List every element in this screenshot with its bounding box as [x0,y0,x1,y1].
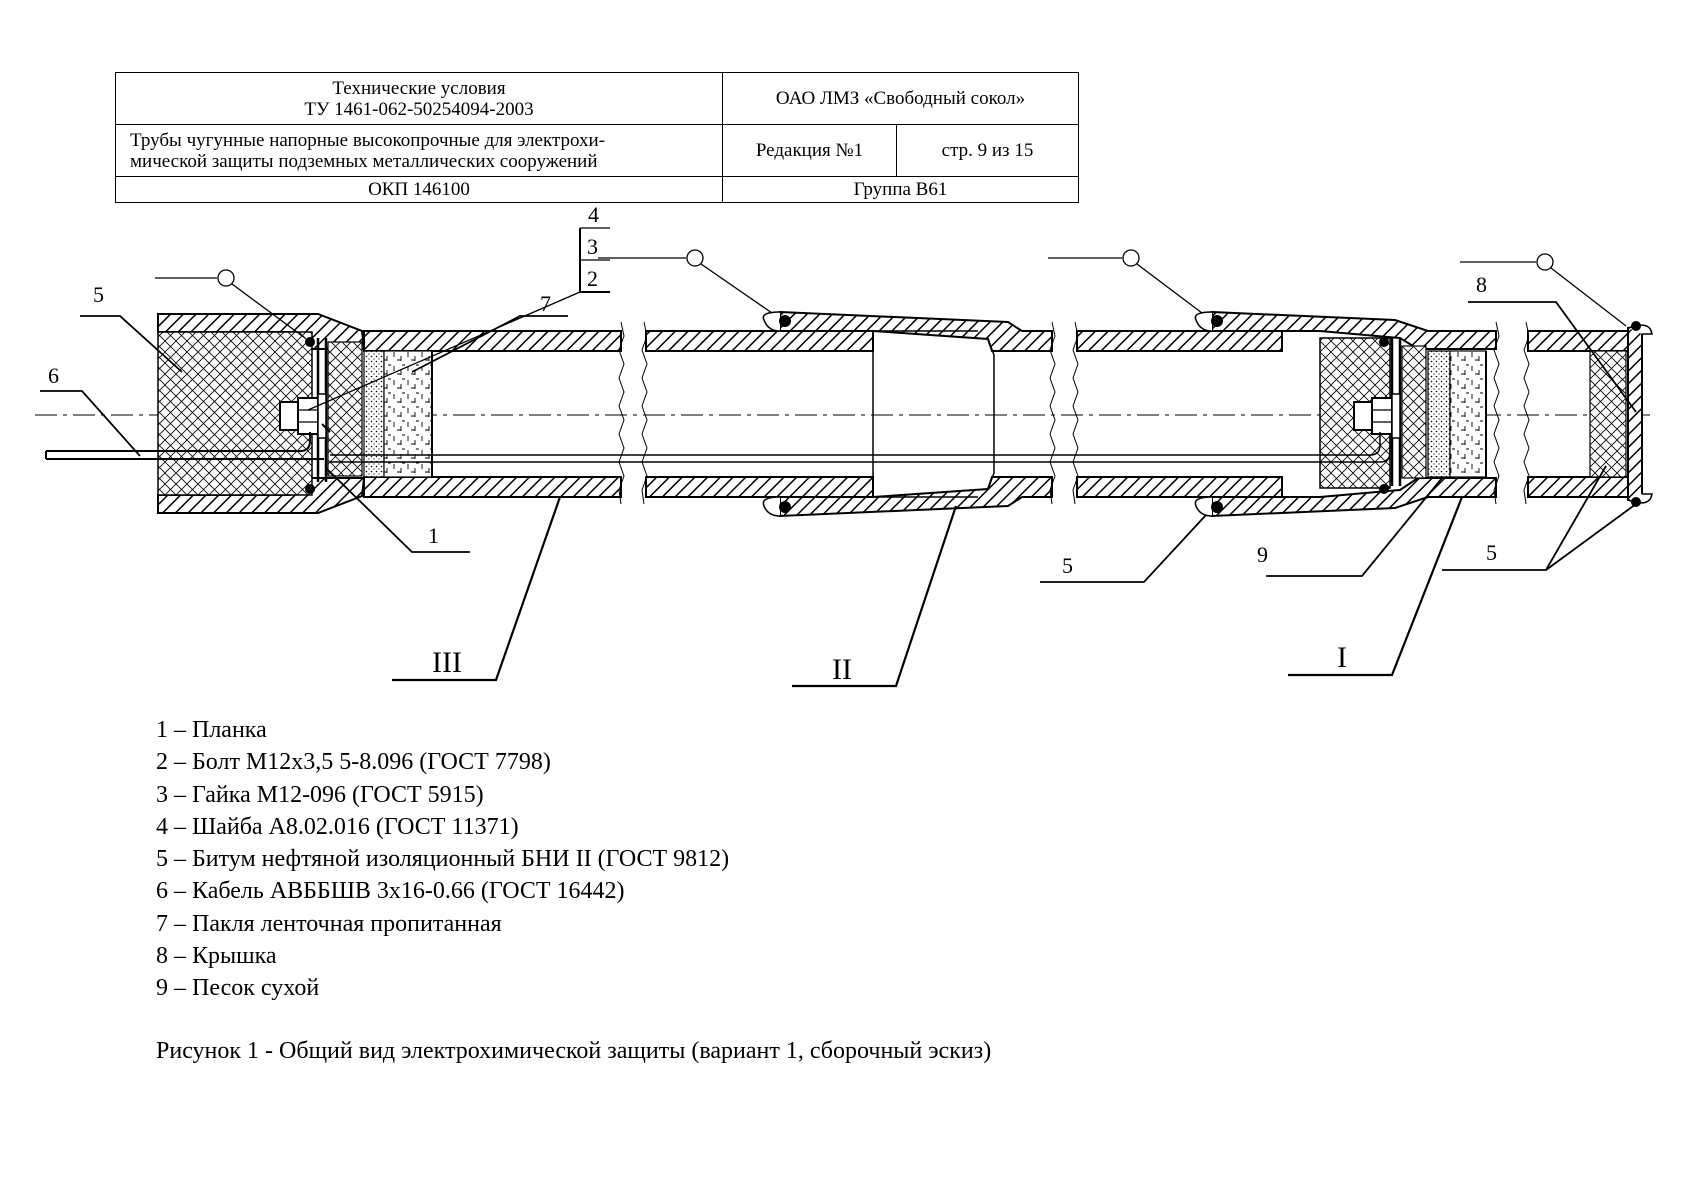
legend-item: 6 – Кабель АВББШВ 3х16-0.66 (ГОСТ 16442) [156,878,625,905]
doc-number: ТУ 1461-062-50254094-2003 [304,98,534,120]
callout-1: 1 [428,523,439,548]
doc-title-cell: Технические условия ТУ 1461-062-50254094… [115,72,723,125]
sand-fill-right [1427,350,1451,478]
leader-lines [40,227,1637,688]
legend-item: 1 – Планка [156,717,267,743]
joint-2-assembly [641,310,1056,518]
assembly-drawing: 4 3 2 7 5 6 1 5 9 8 5 III II I [35,202,1653,688]
bolt-head-left [279,401,299,431]
pipe-bottom-wall-right [1076,476,1283,498]
doc-type: Технические условия [332,77,506,99]
pipe-bottom-wall-mid [645,476,874,498]
washer-right [1391,393,1401,439]
pipe-bottom-wall-left [363,476,622,498]
joint-3-assembly [45,313,1052,514]
socket-top-right [1211,310,1497,350]
organization: ОАО ЛМЗ «Свободный сокол» [722,72,1079,125]
legend-item: 4 – Шайба А8.02.016 (ГОСТ 11371) [156,813,519,840]
callout-2: 2 [587,266,598,291]
product-name-cell: Трубы чугунные напорные высокопрочные дл… [115,124,723,177]
legend-item: 3 – Гайка М12-096 (ГОСТ 5915) [156,781,484,808]
callout-6: 6 [48,363,59,388]
product-name-line2: мической защиты подземных металлических … [130,150,598,172]
product-group: Группа В61 [722,176,1079,203]
figure-caption: Рисунок 1 - Общий вид электрохимической … [156,1038,992,1064]
oakum-fill-right [1449,350,1487,478]
callout-5-left: 5 [93,282,104,307]
joint-label-2: II [832,653,852,686]
bolt-head-right [1353,401,1373,431]
cable [46,432,311,452]
callout-5-mid: 5 [1062,553,1073,578]
callout-3: 3 [587,234,598,259]
callout-4: 4 [588,202,599,227]
legend-item: 9 – Песок сухой [156,975,320,1002]
pipe-top-wall-right [1076,330,1283,352]
okp-code: ОКП 146100 [115,176,723,203]
legend-item: 2 – Болт М12х3,5 5-8.096 (ГОСТ 7798) [156,749,551,776]
oakum-fill-left [383,350,433,478]
pipe-top-wall-mid [645,330,874,352]
joint-1-assembly [1052,310,1500,518]
joint-label-3: III [432,646,462,679]
pipe-top-wall-cap [1527,330,1629,352]
product-name-line1: Трубы чугунные напорные высокопрочные дл… [130,129,606,151]
nut-right [1371,397,1393,435]
page-number: стр. 9 из 15 [896,124,1079,177]
bitumen-inner-right [1401,345,1427,479]
bitumen-fill-cap [1589,350,1627,478]
joint-label-1: I [1337,641,1347,674]
legend-list: 1 – Планка 2 – Болт М12х3,5 5-8.096 (ГОС… [156,714,729,1005]
socket-bottom-right [1211,477,1497,518]
legend-item: 8 – Крышка [156,943,277,970]
callout-7: 7 [540,291,551,316]
callout-8: 8 [1476,272,1487,297]
edition: Редакция №1 [722,124,897,177]
cap-plate [1627,327,1643,501]
washer-left [317,393,327,439]
title-block: Технические условия ТУ 1461-062-50254094… [115,72,1079,203]
legend-item: 5 – Битум нефтяной изоляционный БНИ II (… [156,846,730,873]
legend-item: 7 – Пакля ленточная пропитанная [156,910,502,937]
cap-assembly [1523,321,1653,507]
sand-fill-left [363,350,385,478]
nut-left [297,397,319,435]
callout-9: 9 [1257,542,1268,567]
callout-5-right: 5 [1486,540,1497,565]
pipe-bottom-wall-cap [1527,476,1629,498]
bitumen-inner-left [327,341,363,477]
pipe-top-wall-left [363,330,622,352]
